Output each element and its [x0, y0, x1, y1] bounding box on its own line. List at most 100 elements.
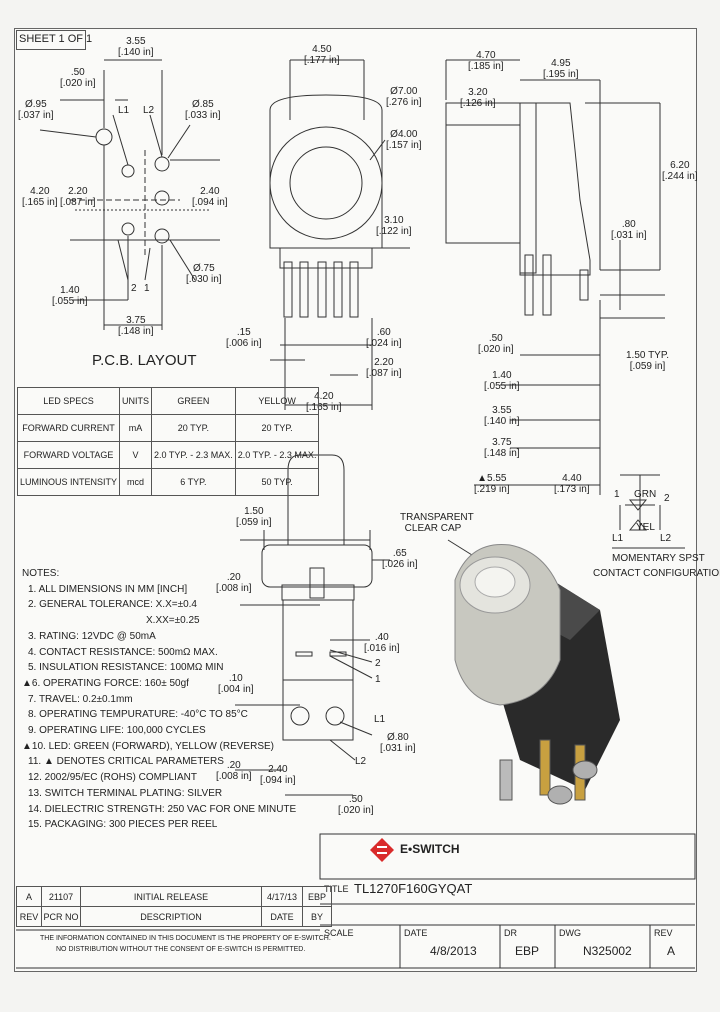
note-item: 14. DIELECTRIC STRENGTH: 250 VAC FOR ONE… — [28, 803, 297, 815]
spec-cell: 20 TYP. — [151, 414, 236, 442]
date-label: DATE — [404, 928, 428, 938]
rev-header: DATE — [261, 906, 303, 927]
top-dim-2-20: 2.20[.087 in] — [366, 357, 402, 379]
pcb-hole-5 — [121, 222, 135, 236]
schematic-label-l1: L1 — [612, 533, 624, 544]
pcb-label-1: 1 — [144, 283, 150, 294]
side-view-cap — [445, 102, 521, 244]
front-label-2: 2 — [375, 658, 381, 669]
pcb-hole-6 — [154, 228, 170, 244]
side-view-body — [519, 102, 591, 276]
schematic-label-2: 2 — [664, 493, 670, 504]
pcb-dim-3-55: 3.55[.140 in] — [118, 36, 154, 58]
note-item: 7. TRAVEL: 0.2±0.1mm — [28, 693, 133, 705]
side-dim-0-80: .80[.031 in] — [611, 219, 647, 241]
schematic-caption-2: CONTACT CONFIGURATION — [593, 568, 720, 579]
schematic-label-yel: YEL — [636, 522, 655, 533]
disclaimer-line-1: THE INFORMATION CONTAINED IN THIS DOCUME… — [40, 935, 331, 942]
spec-cell: FORWARD CURRENT — [16, 414, 121, 442]
note-item: 12. 2002/95/EC (ROHS) COMPLIANT — [28, 772, 197, 784]
spec-cell: 2.0 TYP. - 2.3 MAX. — [151, 441, 236, 469]
top-dim-0-60: .60[.024 in] — [366, 327, 402, 349]
side-dim-1-50: 1.50 TYP.[.059 in] — [626, 350, 670, 372]
table-row: FORWARD VOLTAGE V 2.0 TYP. - 2.3 MAX. 2.… — [16, 441, 320, 469]
front-label-l1: L1 — [374, 714, 386, 725]
note-item: 1. ALL DIMENSIONS IN MM [INCH] — [28, 583, 188, 595]
side-dim-5-55: ▲5.55[.219 in] — [474, 473, 510, 495]
pcb-hole-4 — [154, 190, 170, 206]
part-title: TL1270F160GYQAT — [354, 881, 473, 896]
side-dim-3-20: 3.20[.126 in] — [460, 87, 496, 109]
revision-table: A 21107 INITIAL RELEASE 4/17/13 EBP REV … — [16, 886, 332, 927]
side-dim-4-95: 4.95[.195 in] — [543, 58, 579, 80]
front-dim-0-20b: .20[.008 in] — [216, 760, 252, 782]
pcb-dim-4-20: 4.20[.165 in] — [22, 186, 58, 208]
side-dim-6-20: 6.20[.244 in] — [662, 160, 698, 182]
side-dim-0-50: .50[.020 in] — [478, 333, 514, 355]
note-item: 5. INSULATION RESISTANCE: 100MΩ MIN — [28, 662, 224, 674]
note-item: 4. CONTACT RESISTANCE: 500mΩ MAX. — [28, 646, 218, 658]
rev-label: REV — [654, 928, 673, 938]
rev-cell: 21107 — [41, 886, 81, 907]
rev-header: REV — [16, 906, 42, 927]
front-dim-0-40: .40[.016 in] — [364, 632, 400, 654]
pcb-hole-3 — [121, 164, 135, 178]
side-dim-4-70: 4.70[.185 in] — [468, 50, 504, 72]
table-row: REV PCR NO DESCRIPTION DATE BY — [16, 906, 332, 927]
pcb-dim-2-40: 2.40[.094 in] — [192, 186, 228, 208]
rev-cell: A — [16, 886, 42, 907]
pcb-hole-2 — [154, 156, 170, 172]
top-view-body — [269, 94, 383, 249]
pcb-dim-3-75: 3.75[.148 in] — [118, 315, 154, 337]
led-specs-table: LED SPECS UNITS GREEN YELLOW FORWARD CUR… — [16, 387, 320, 496]
note-item: 13. SWITCH TERMINAL PLATING: SILVER — [28, 787, 223, 799]
front-dim-2-40: 2.40[.094 in] — [260, 764, 296, 786]
sheet-label-box — [16, 30, 86, 50]
transparent-cap-label: TRANSPARENT CLEAR CAP — [400, 512, 474, 534]
rev-cell: 4/17/13 — [261, 886, 303, 907]
dwg-label: DWG — [559, 928, 581, 938]
spec-header-name: LED SPECS — [16, 387, 121, 415]
pcb-dim-2-20: 2.20[.087 in] — [60, 186, 96, 208]
date-value: 4/8/2013 — [430, 944, 477, 958]
brand-name: E•SWITCH — [400, 842, 460, 856]
eswitch-logo-icon — [370, 838, 394, 862]
table-row: FORWARD CURRENT mA 20 TYP. 20 TYP. — [16, 414, 320, 442]
side-dim-3-75: 3.75[.148 in] — [484, 437, 520, 459]
note-item: ▲10. LED: GREEN (FORWARD), YELLOW (REVER… — [22, 740, 274, 752]
schematic-caption-1: MOMENTARY SPST — [612, 553, 705, 564]
top-dim-4-50: 4.50[.177 in] — [304, 44, 340, 66]
note-item: 9. OPERATING LIFE: 100,000 CYCLES — [28, 725, 206, 737]
table-row: LUMINOUS INTENSITY mcd 6 TYP. 50 TYP. — [16, 468, 320, 496]
scale-label: SCALE — [324, 928, 354, 938]
note-item: 11. ▲ DENOTES CRITICAL PARAMETERS — [28, 756, 224, 768]
spec-cell: FORWARD VOLTAGE — [16, 441, 121, 469]
pcb-dim-0-75: Ø.75[.030 in] — [186, 263, 222, 285]
rev-cell: INITIAL RELEASE — [80, 886, 262, 907]
spec-cell: 6 TYP. — [151, 468, 236, 496]
spec-cell: 2.0 TYP. - 2.3 MAX. — [234, 441, 320, 469]
front-dim-0-10: .10[.004 in] — [218, 673, 254, 695]
top-dim-7-00: Ø7.00[.276 in] — [386, 86, 422, 108]
rev-value: A — [667, 944, 676, 958]
pcb-dim-0-50: .50[.020 in] — [60, 67, 96, 89]
note-item: 15. PACKAGING: 300 PIECES PER REEL — [28, 819, 218, 831]
isometric-render — [454, 543, 620, 805]
pcb-dim-0-85: Ø.85[.033 in] — [185, 99, 221, 121]
note-item: X.XX=±0.25 — [146, 615, 200, 627]
dr-label: DR — [504, 928, 517, 938]
spec-cell: V — [119, 441, 153, 469]
schematic-label-grn: GRN — [634, 489, 657, 500]
spec-cell: LUMINOUS INTENSITY — [16, 468, 121, 496]
schematic-label-l2: L2 — [660, 533, 672, 544]
spec-cell: 50 TYP. — [234, 468, 320, 496]
front-dim-0-80: Ø.80[.031 in] — [380, 732, 416, 754]
pcb-label-l1: L1 — [118, 105, 130, 116]
front-dim-0-20: .20[.008 in] — [216, 572, 252, 594]
pcb-hole-1 — [95, 128, 113, 146]
top-dim-4-00: Ø4.00[.157 in] — [386, 129, 422, 151]
front-label-1: 1 — [375, 674, 381, 685]
rev-header: PCR NO — [41, 906, 81, 927]
spec-header-green: GREEN — [151, 387, 236, 415]
note-item: 8. OPERATING TEMPURATURE: -40°C TO 85°C — [28, 709, 248, 721]
